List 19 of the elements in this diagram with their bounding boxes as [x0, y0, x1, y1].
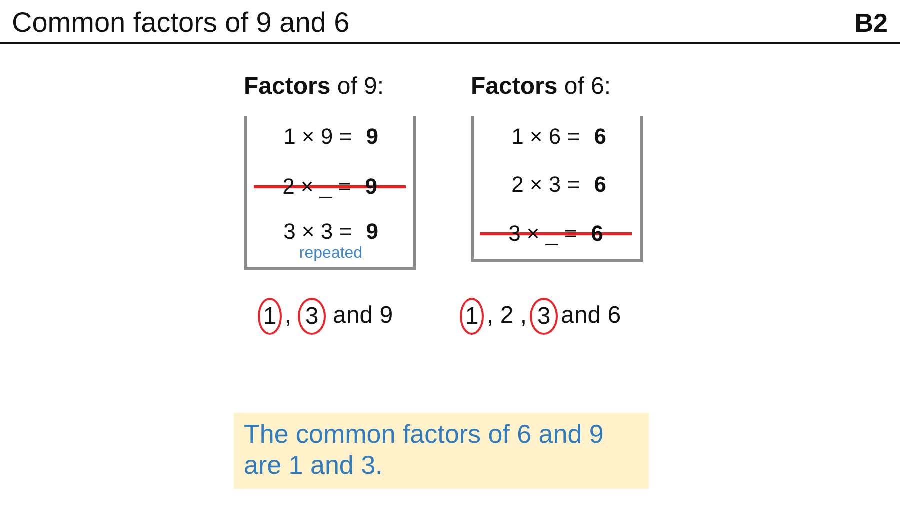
equation: 1 × 6 = 6 [512, 123, 606, 151]
list-text: and 9 [333, 301, 394, 331]
list-text: , 2 , [487, 301, 528, 331]
list-heading: Factors of 9: [244, 72, 384, 102]
circled-number: 1 [258, 298, 282, 335]
annotation-text: repeated [299, 244, 363, 264]
conclusion-text: The common factors of 6 and 9 are 1 and 3. [244, 419, 605, 481]
note-panel [234, 413, 649, 489]
circled-number: 3 [298, 298, 326, 335]
equation: 1 × 9 = 9 [284, 123, 378, 151]
circled-number: 1 [460, 298, 484, 335]
slide-title: Common factors of 9 and 6 [12, 6, 350, 40]
list-text: and 6 [561, 301, 622, 331]
list-text: , [285, 301, 292, 331]
circled-number: 3 [530, 298, 558, 335]
equation: 3 × 3 = 9 [284, 218, 378, 246]
list-heading: Factors of 6: [471, 72, 612, 102]
equation: 2 × 3 = 6 [512, 171, 606, 199]
section-code: B2 [854, 7, 888, 40]
